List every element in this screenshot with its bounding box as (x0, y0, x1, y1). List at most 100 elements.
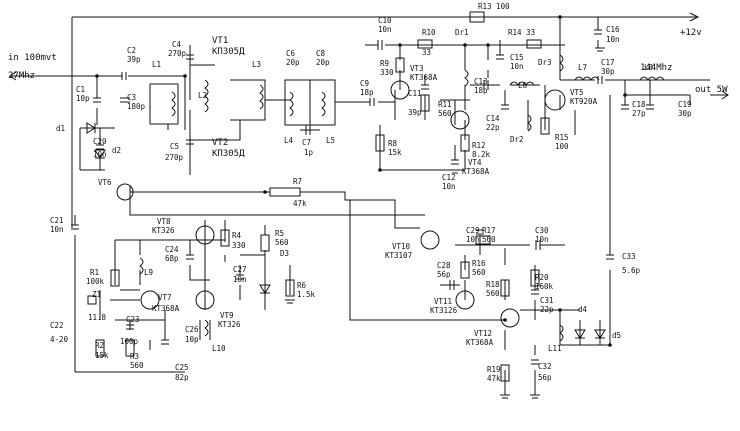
label-vt11: VT11 (434, 297, 452, 306)
label-r6: R6 (297, 281, 307, 290)
ground-symbol (450, 169, 460, 174)
label-l4: L4 (284, 136, 294, 145)
label-l10: L10 (212, 344, 226, 353)
label-c33-value: 5.6p (622, 266, 641, 275)
ground-symbol (530, 394, 540, 399)
label-vt11-type: KT3126 (430, 306, 458, 315)
inductor-l5-symbol (321, 91, 326, 117)
capacitor-c11-symbol (421, 84, 429, 90)
label-d2: d2 (112, 146, 121, 155)
label-c10-value: 10n (378, 25, 392, 34)
label-vt9-type: KT326 (218, 320, 241, 329)
label-r15: R15 (555, 133, 569, 142)
resistor-r13-symbol (469, 11, 485, 23)
label-c12-value: 10n (442, 182, 456, 191)
label-c1-value: 10p (76, 94, 90, 103)
label-l3: L3 (252, 60, 261, 69)
label-c4: C4 (172, 40, 182, 49)
capacitor-c9-symbol (369, 98, 375, 106)
label-c15: C15 (510, 53, 524, 62)
resistor-r3-symbol (125, 339, 135, 357)
label-c24-value: 68p (165, 254, 179, 263)
inductor-l6-symbol (509, 81, 535, 86)
label-z1: Z1 (92, 290, 101, 299)
transistor-vt10-symbol (420, 230, 440, 250)
inductor-l9-symbol (139, 257, 144, 275)
label-c5: C5 (170, 142, 179, 151)
inductor-l7-symbol (574, 76, 600, 81)
label-l5: L5 (326, 136, 335, 145)
label-vt12: VT12 (474, 329, 492, 338)
label-c21-value: 10n (50, 225, 64, 234)
label-c20-value: 10n (93, 150, 107, 159)
input-terminal-arrow (9, 71, 22, 81)
label-d3: D3 (280, 249, 289, 258)
label-r5: R5 (275, 229, 284, 238)
label-c8: C8 (316, 49, 326, 58)
inductor-l2-symbol (204, 79, 209, 113)
label-c28-value: 56p (437, 270, 451, 279)
resistor-r17-symbol (475, 235, 491, 245)
diode-d2-symbol (94, 149, 106, 159)
label-c18-value: 27p (632, 109, 646, 118)
capacitor-c3-symbol (120, 97, 130, 103)
label-r11: R11 (438, 100, 452, 109)
resistor-r19-symbol (500, 364, 510, 382)
transistor-vt3-symbol (390, 80, 410, 100)
resistor-r15-symbol (540, 117, 550, 135)
label-c1: C1 (76, 85, 85, 94)
label-r10-value: 33 (422, 48, 431, 57)
capacitor-c25-symbol (161, 339, 169, 345)
label-c18: C18 (632, 100, 646, 109)
label-r9: R9 (380, 59, 389, 68)
label-r8: R8 (388, 139, 398, 148)
resistor-r7-symbol (269, 187, 301, 197)
capacitor-c21-symbol (71, 224, 79, 230)
label-c13: C13 (474, 77, 488, 86)
label-c23-value: 100p (120, 337, 139, 346)
label-c29-value: 10n (466, 235, 480, 244)
label-c2-value: 39p (127, 55, 141, 64)
label-vt7-type: KT368A (152, 304, 180, 313)
transistor-vt8-symbol (195, 225, 215, 245)
label-r14: R14 33 (508, 28, 535, 37)
label-r3: R3 (130, 352, 139, 361)
resistor-r5-symbol (260, 234, 270, 252)
label-r20-value: 160k (535, 282, 554, 291)
label-vt10-type: KT3107 (385, 251, 412, 260)
input-frequency-label: 27Mhz (8, 71, 35, 81)
label-dr1: Dr1 (455, 28, 469, 37)
label-c7-value: 1p (304, 148, 314, 157)
label-c32: C32 (538, 362, 552, 371)
label-c8-value: 20p (316, 58, 330, 67)
output-terminal-arrow (710, 90, 729, 100)
capacitor-c20-symbol (96, 144, 104, 150)
resistor-r20-symbol (530, 269, 540, 287)
label-c25-value: 82p (175, 373, 189, 382)
label-vt9: VT9 (220, 311, 234, 320)
label-c30-value: 10n (535, 235, 549, 244)
label-r17: R17 (482, 226, 496, 235)
label-l6: L6 (518, 81, 528, 90)
component-labels: in 100mvt 27Mhz +12v 144Mhz out 5W R13 1… (8, 2, 728, 383)
label-c6-value: 20p (286, 58, 300, 67)
vcc-label: +12v (680, 28, 702, 38)
label-c3-value: 180p (127, 102, 146, 111)
resistor-r6-symbol (285, 279, 295, 297)
diode-d1-symbol (86, 122, 96, 134)
label-c31: C31 (540, 296, 554, 305)
label-r17-value: 560 (482, 235, 496, 244)
capacitor-c30-symbol (535, 240, 541, 250)
label-l9: L9 (144, 268, 153, 277)
resistor-r2-symbol (95, 339, 105, 357)
capacitor-c24-symbol (186, 254, 194, 260)
label-r2: R2 (95, 341, 104, 350)
label-c31-value: 22p (540, 305, 554, 314)
label-r16: R16 (472, 259, 486, 268)
label-c20: C20 (93, 137, 107, 146)
label-c13-value: 18p (474, 86, 488, 95)
label-vt3-type: KT368A (410, 73, 438, 82)
input-level-label: in 100mvt (8, 53, 57, 63)
resistor-r11-symbol (420, 94, 430, 112)
